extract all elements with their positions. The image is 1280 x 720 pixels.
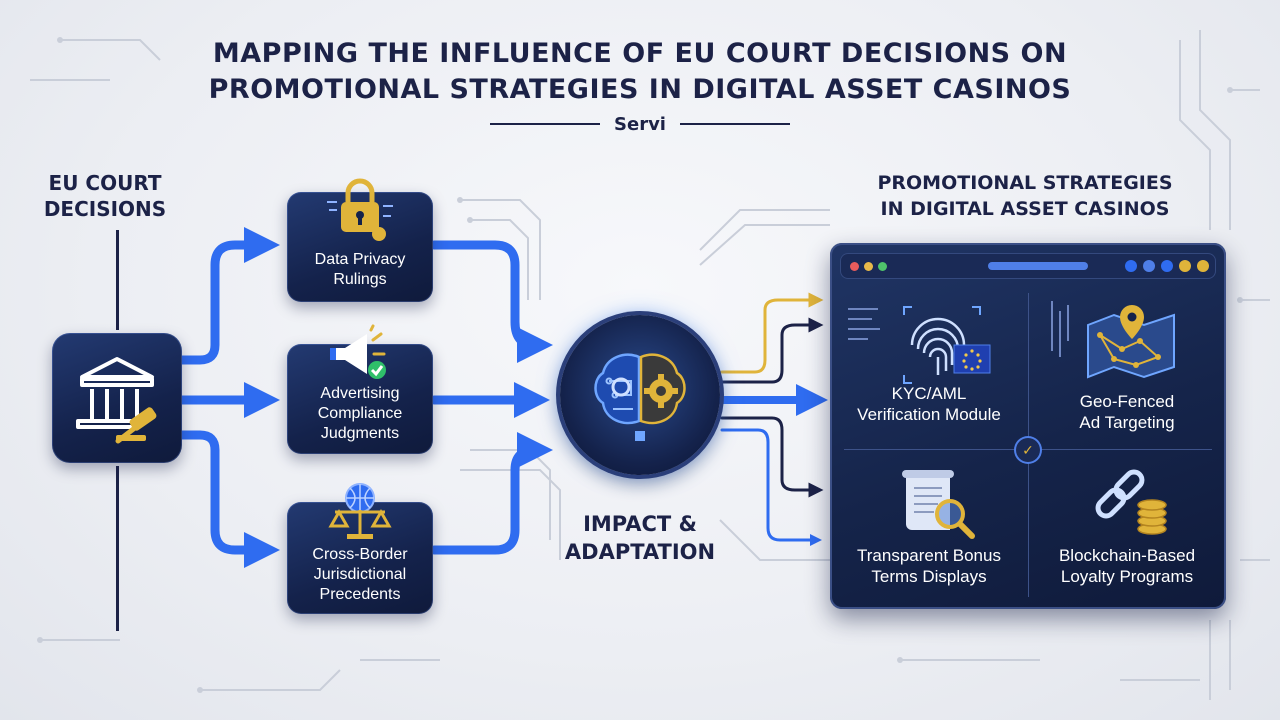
source-label-line-1: EU COURT bbox=[48, 171, 162, 195]
module-label-line-1: Blockchain-Based bbox=[1058, 546, 1196, 565]
ruling-label-line-2: Compliance bbox=[317, 405, 403, 422]
brain-gear-icon bbox=[594, 353, 686, 441]
courthouse-gavel-icon bbox=[76, 357, 157, 444]
ruling-node-data-privacy: Data Privacy Rulings bbox=[287, 178, 433, 302]
ruling-label-line-3: Precedents bbox=[319, 586, 401, 603]
module-label-line-1: Geo-Fenced bbox=[1079, 392, 1175, 411]
module-geo-fenced: Geo-Fenced Ad Targeting bbox=[1032, 391, 1222, 433]
ruling-label-line-3: Judgments bbox=[320, 425, 400, 442]
ruling-label-line-2: Rulings bbox=[333, 271, 387, 288]
window-maximize-dot bbox=[878, 262, 887, 271]
arrow-hub-navy-2 bbox=[720, 416, 824, 498]
module-label-line-2: Ad Targeting bbox=[1079, 413, 1175, 432]
module-label-line-1: KYC/AML bbox=[891, 384, 967, 403]
ruling-node-cross-border: Cross-Border Jurisdictional Precedents bbox=[287, 483, 433, 614]
subtitle: Servi bbox=[614, 113, 666, 135]
module-label-line-1: Transparent Bonus bbox=[857, 546, 1001, 565]
data-lines-icon bbox=[848, 308, 880, 340]
ruling-label-line-2: Jurisdictional bbox=[313, 566, 407, 583]
ruling-label-line-1: Data Privacy bbox=[314, 251, 406, 268]
map-pin-icon bbox=[1087, 305, 1175, 379]
subtitle-rule-right bbox=[679, 123, 790, 125]
diagram-title: MAPPING THE INFLUENCE OF EU COURT DECISI… bbox=[0, 36, 1280, 108]
toolbar-icon bbox=[1161, 260, 1173, 272]
eu-court-node bbox=[52, 333, 182, 463]
ruling-node-advertising: Advertising Compliance Judgments bbox=[287, 324, 433, 454]
module-kyc-aml: KYC/AML Verification Module bbox=[834, 383, 1024, 425]
source-connector-bottom bbox=[116, 466, 119, 631]
arrow-privacy-to-hub bbox=[429, 240, 553, 363]
padlock-icon bbox=[327, 178, 393, 241]
title-line-1: MAPPING THE INFLUENCE OF EU COURT DECISI… bbox=[212, 38, 1068, 69]
ruling-label: Advertising Compliance Judgments bbox=[287, 384, 433, 444]
source-connector-top bbox=[116, 230, 119, 330]
hub-label: IMPACT & ADAPTATION bbox=[540, 510, 740, 566]
scales-globe-icon bbox=[328, 483, 392, 539]
toolbar-icon bbox=[1197, 260, 1209, 272]
module-blockchain-loyalty: Blockchain-Based Loyalty Programs bbox=[1032, 545, 1222, 587]
target-label-line-2: IN DIGITAL ASSET CASINOS bbox=[880, 198, 1170, 220]
module-label-line-2: Loyalty Programs bbox=[1060, 567, 1194, 586]
chain-coins-icon bbox=[1095, 469, 1167, 535]
window-close-dot bbox=[850, 262, 859, 271]
arrow-hub-navy-1 bbox=[720, 317, 824, 384]
title-line-2: PROMOTIONAL STRATEGIES IN DIGITAL ASSET … bbox=[208, 74, 1072, 105]
toolbar-icon bbox=[1179, 260, 1191, 272]
hub-label-line-2: ADAPTATION bbox=[564, 540, 716, 564]
subtitle-rule-left bbox=[490, 123, 601, 125]
window-minimize-dot bbox=[864, 262, 873, 271]
ruling-label: Cross-Border Jurisdictional Precedents bbox=[287, 545, 433, 605]
toolbar-icon bbox=[1143, 260, 1155, 272]
document-magnifier-icon bbox=[902, 470, 975, 539]
module-label-line-2: Verification Module bbox=[857, 405, 1001, 424]
toolbar-icon bbox=[1125, 260, 1137, 272]
ruling-label-line-1: Advertising bbox=[320, 385, 400, 402]
ruling-label: Data Privacy Rulings bbox=[287, 250, 433, 290]
hub-label-line-1: IMPACT & bbox=[583, 512, 697, 536]
check-badge-icon: ✓ bbox=[1016, 438, 1040, 462]
subtitle-row: Servi bbox=[0, 112, 1280, 136]
module-transparent-bonus: Transparent Bonus Terms Displays bbox=[834, 545, 1024, 587]
arrow-court-to-crossborder bbox=[177, 430, 280, 568]
target-label: PROMOTIONAL STRATEGIES IN DIGITAL ASSET … bbox=[840, 170, 1210, 222]
address-bar bbox=[988, 262, 1088, 270]
casino-strategies-panel: ✓ KYC/AML Verification Module Geo-Fenced… bbox=[830, 243, 1226, 609]
arrow-crossborder-to-hub bbox=[429, 432, 553, 555]
arrow-hub-blue-2 bbox=[720, 428, 822, 546]
source-label-line-2: DECISIONS bbox=[43, 197, 167, 221]
source-label: EU COURT DECISIONS bbox=[40, 170, 170, 222]
megaphone-check-icon bbox=[330, 324, 386, 379]
window-titlebar bbox=[840, 253, 1216, 279]
ruling-label-line-1: Cross-Border bbox=[312, 546, 408, 563]
target-label-line-1: PROMOTIONAL STRATEGIES bbox=[877, 172, 1173, 194]
impact-hub bbox=[560, 315, 720, 475]
arrow-court-to-privacy bbox=[177, 227, 280, 365]
data-lines-icon bbox=[1051, 301, 1069, 357]
module-label-line-2: Terms Displays bbox=[871, 567, 987, 586]
fingerprint-eu-flag-icon bbox=[903, 306, 991, 384]
arrow-hub-gold-1 bbox=[720, 292, 824, 374]
